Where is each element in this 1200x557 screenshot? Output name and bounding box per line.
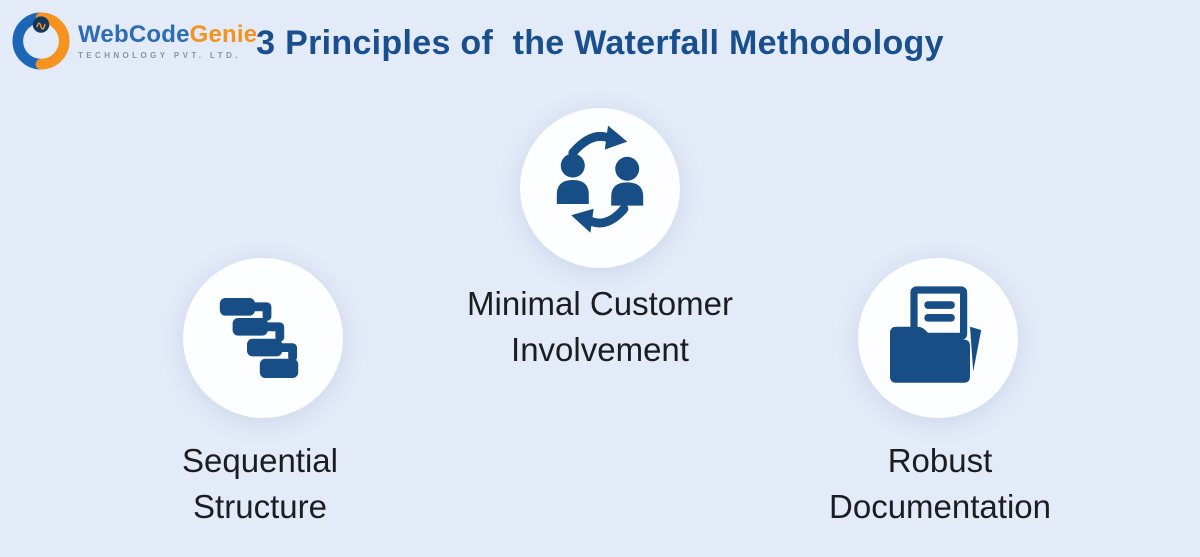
principle-circle-minimal-customer-involvement: [520, 108, 680, 268]
genie-logo-icon: [12, 12, 70, 70]
label-line: Minimal Customer: [467, 285, 733, 322]
page-title: 3 Principles of the Waterfall Methodolog…: [256, 24, 944, 62]
waterfall-blocks-icon: [219, 298, 299, 378]
brand-name-blue: WebCode: [78, 21, 190, 48]
label-line: Sequential: [182, 442, 338, 479]
label-line: Structure: [193, 488, 327, 525]
label-line: Documentation: [829, 488, 1051, 525]
folder-document-icon: [890, 286, 982, 383]
brand-name-orange: Genie: [189, 21, 258, 48]
label-line: Robust: [887, 442, 993, 479]
principle-circle-sequential-structure: [183, 258, 343, 418]
people-sync-icon: [556, 125, 644, 233]
brand-tagline: TECHNOLOGY PVT. LTD.: [78, 51, 241, 60]
brand-logo: WebCodeGenie TECHNOLOGY PVT. LTD.: [12, 12, 257, 70]
label-robust-documentation: Robust Documentation: [829, 438, 1051, 530]
brand-text: WebCodeGenie TECHNOLOGY PVT. LTD.: [78, 22, 257, 61]
label-minimal-customer-involvement: Minimal Customer Involvement: [467, 281, 733, 373]
label-sequential-structure: Sequential Structure: [182, 438, 338, 530]
brand-name: WebCodeGenie: [78, 22, 257, 48]
principle-circle-robust-documentation: [858, 258, 1018, 418]
label-line: Involvement: [511, 331, 689, 368]
